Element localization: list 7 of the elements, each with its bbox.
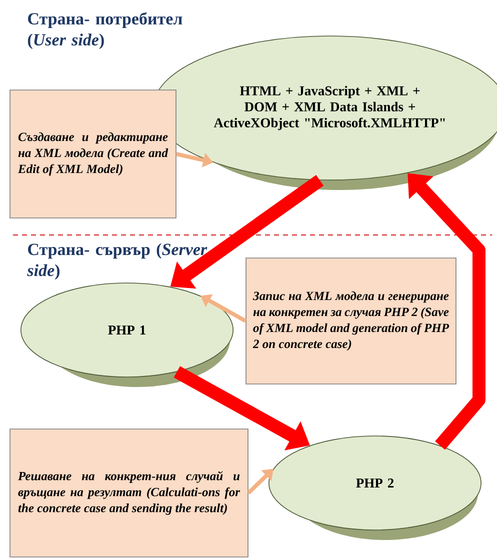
side-label: Страна- потребител (User side) (28, 12, 182, 49)
callout-box: Създаване и редактиране на XML модела (Create and Edit of XML Model) (10, 90, 176, 218)
ellipse-node: PHP 2 (268, 436, 482, 530)
callout-box: Решаване на конкрет-ния случай и връщане на резултат (Calculati-ons for the concrete case and sending the result) (10, 428, 248, 558)
ellipse-node: PHP 1 (20, 282, 234, 378)
callout-box: Запис на XML модела и генериране на конкретен за случая PHP 2 (Save of XML model and generation of PHP 2 on concrete case) (246, 258, 456, 384)
side-label: Страна- сървър (Server side) (27, 243, 208, 280)
